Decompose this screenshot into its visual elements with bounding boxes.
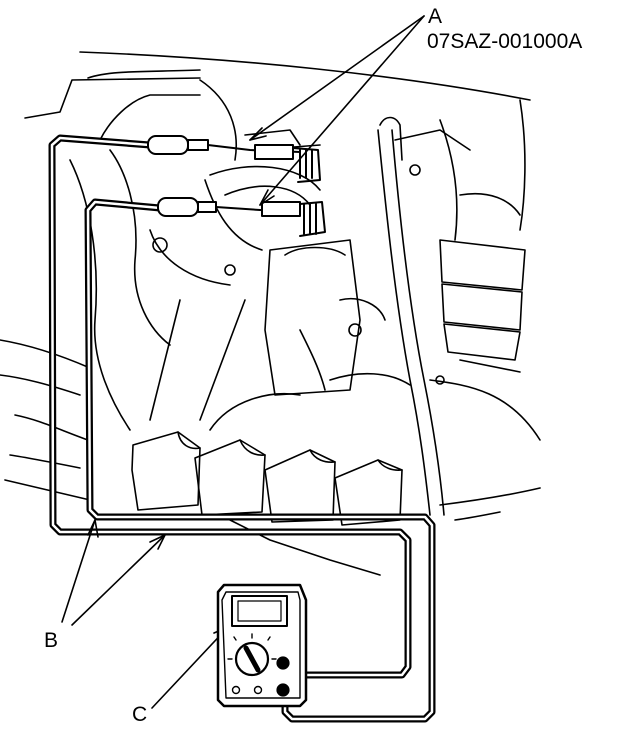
callout-c-letter: C bbox=[132, 703, 148, 726]
callout-b-letter: B bbox=[44, 629, 59, 652]
test-harness-connectors bbox=[147, 135, 326, 237]
callout-a-letter: A bbox=[428, 5, 443, 28]
multimeter bbox=[216, 583, 308, 708]
test-harness-leads bbox=[48, 134, 436, 723]
callout-a-part-number: 07SAZ-001000A bbox=[427, 30, 583, 53]
engine-background bbox=[0, 51, 541, 576]
